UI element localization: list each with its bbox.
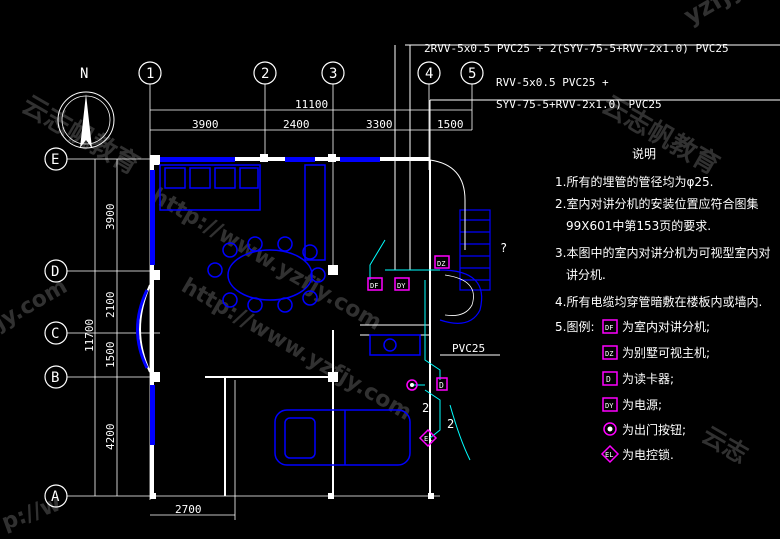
dim-2400: 2400 (283, 118, 310, 131)
dim-total-left: 11700 (83, 319, 96, 352)
legend-text: 为出门按钮; (622, 422, 686, 437)
dim-v-2100: 2100 (104, 292, 117, 319)
notes-panel: 说明 1.所有的埋管的管径均为φ25. 2.室内对讲分机的安装位置应符合图集 9… (555, 146, 770, 334)
cable-count-label: 2 (447, 417, 454, 431)
branch-cable-spec-line1: RVV-5x0.5 PVC25 + (496, 76, 609, 89)
legend-symbol-el (600, 444, 620, 464)
device-label-dz: DZ (437, 260, 445, 268)
cable-count-label: 2 (422, 401, 429, 415)
dim-1500: 1500 (437, 118, 464, 131)
watermark-url: http://www.yzfjy.com (177, 274, 416, 426)
axis-label-5: 5 (468, 66, 476, 82)
legend-symbol-d (602, 371, 618, 386)
electric-lock-device (418, 428, 438, 448)
legend-text: 为电源; (622, 398, 662, 412)
dim-total-top: 11100 (295, 98, 328, 111)
watermark-url: http://www.yzfjy.com (147, 184, 386, 336)
devices: DF DY DZ D EL (367, 255, 450, 448)
note-2a: 2.室内对讲分机的安装位置应符合图集 (555, 196, 758, 211)
device-label-df: DF (370, 282, 378, 290)
dim-3300: 3300 (366, 118, 393, 131)
legend-symbol-dy (602, 397, 618, 412)
axis-label-4: 4 (425, 66, 433, 82)
legend-text: 为别墅可视主机; (622, 345, 710, 360)
north-arrow: N (57, 66, 115, 149)
question-mark: ? (500, 241, 507, 255)
wiring (369, 44, 780, 461)
furniture (159, 164, 421, 466)
note-3a: 3.本图中的室内对讲分机为可视型室内对 (555, 245, 770, 260)
power-supply-device (394, 277, 410, 291)
axis-label-e: E (51, 152, 59, 168)
legend-symbol-label: DZ (605, 350, 613, 358)
axis-label-3: 3 (329, 66, 337, 82)
note-1: 1.所有的埋管的管径均为φ25. (555, 174, 713, 189)
axis-label-d: D (51, 264, 59, 280)
axis-label-2: 2 (261, 66, 269, 82)
card-reader-device (436, 377, 448, 391)
device-label-el: EL (424, 435, 432, 443)
note-2b: 99X601中第153页的要求. (566, 218, 711, 233)
note-5: 5.图例: (555, 320, 595, 334)
legend-symbol-label: D (606, 375, 611, 384)
dim-v-3900: 3900 (104, 204, 117, 231)
note-3b: 讲分机. (566, 267, 606, 282)
exit-button-device (406, 379, 418, 391)
main-cable-spec: 2RVV-5x0.5 PVC25 + 2(SYV-75-5+RVV-2x1.0)… (424, 42, 729, 55)
axis-label-a: A (51, 489, 60, 505)
intercom-extension-device (367, 277, 383, 291)
watermark-text: 云志 (697, 421, 753, 469)
axis-label-1: 1 (146, 66, 154, 82)
axis-label-b: B (51, 370, 59, 386)
notes-title: 说明 (632, 146, 656, 161)
dim-bottom-2700: 2700 (175, 503, 202, 516)
watermark-text: yzfjy (679, 0, 749, 30)
note-4: 4.所有电缆均穿管暗敷在楼板内或墙内. (555, 294, 762, 309)
legend-symbol-exit-button (603, 422, 617, 436)
branch-cable-spec-line2: SYV-75-5+RVV-2x1.0) PVC25 (496, 98, 662, 111)
legend: DF 为室内对讲分机; DZ 为别墅可视主机; D 为读卡器; DY 为电源; … (600, 319, 710, 464)
watermark-text: jy.com (0, 274, 72, 336)
watermark-text: 云志帆教育 (17, 89, 145, 181)
axis-label-c: C (51, 326, 59, 342)
villa-main-unit-device (434, 255, 450, 269)
dim-3900: 3900 (192, 118, 219, 131)
legend-symbol-dz (602, 345, 618, 360)
legend-symbol-label: DY (605, 402, 614, 410)
legend-text: 为读卡器; (622, 372, 674, 386)
staircase (439, 209, 491, 324)
legend-symbol-label: DF (605, 324, 613, 332)
dim-v-1500: 1500 (104, 342, 117, 369)
device-label-d: D (439, 381, 444, 390)
dim-v-4200: 4200 (104, 424, 117, 451)
legend-symbol-df (602, 319, 618, 334)
legend-text: 为电控锁. (622, 447, 674, 462)
legend-text: 为室内对讲分机; (622, 319, 710, 334)
north-label: N (80, 66, 88, 82)
device-label-dy: DY (397, 282, 406, 290)
legend-symbol-label: EL (605, 451, 613, 459)
pvc-label: PVC25 (452, 342, 485, 355)
